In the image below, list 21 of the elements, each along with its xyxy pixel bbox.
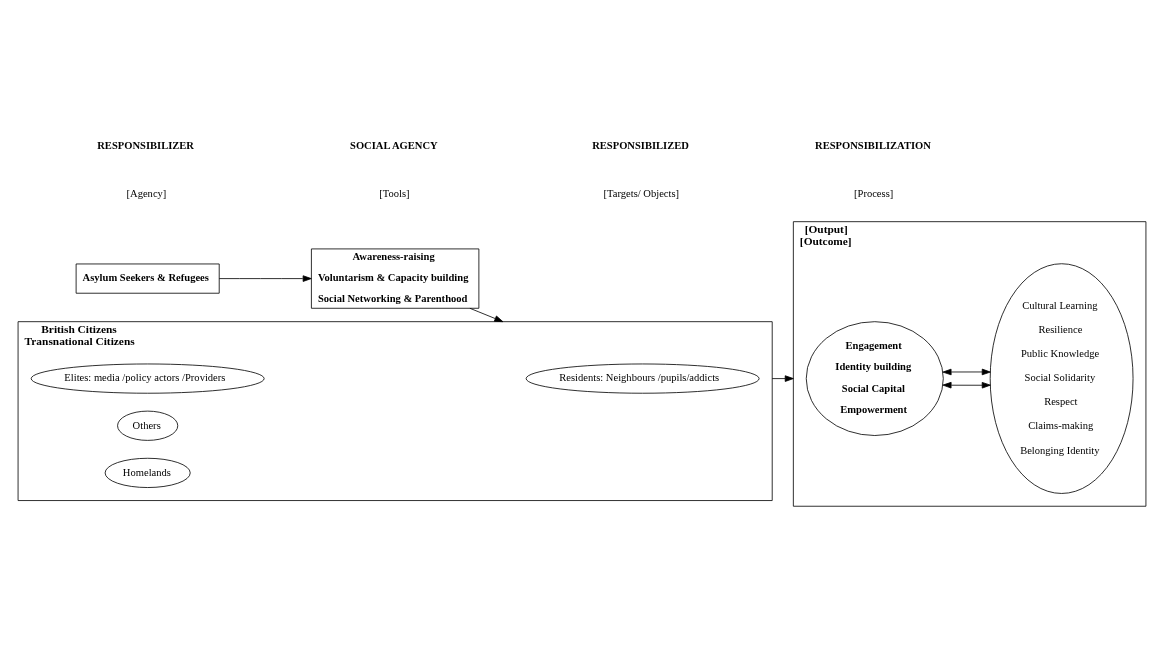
node-ellipse: Others: [117, 410, 179, 441]
label: RESPONSIBILIZATION: [815, 139, 931, 151]
node-ellipse: Elites: media /policy actors /Providers: [30, 363, 265, 394]
label: RESPONSIBILIZER: [97, 139, 194, 151]
node-box: Awareness-raising Voluntarism & Capacity building Social Networking & Parenthood: [311, 248, 480, 309]
node-ellipse: Residents: Neighbours /pupils/addicts: [525, 363, 760, 394]
node-box: Asylum Seekers & Refugees: [75, 263, 220, 294]
label: [Agency]: [126, 187, 167, 199]
arrow: [771, 375, 794, 382]
arrow: [218, 275, 312, 282]
label: [Targets/ Objects]: [603, 187, 680, 199]
label: SOCIAL AGENCY: [350, 139, 438, 151]
label: [Process]: [854, 187, 894, 199]
node-ellipse: Engagement Identity building Social Capital Empowerment: [805, 321, 944, 436]
arrow: [942, 368, 991, 376]
arrow: [942, 381, 991, 389]
arrow: [469, 307, 504, 323]
label: RESPONSIBILIZED: [592, 139, 689, 151]
node-ellipse: Homelands: [104, 457, 191, 488]
node-ellipse: Cultural Learning Resilience Public Knowledge Social Solidarity Respect Claims-making Belonging Identity: [989, 263, 1134, 494]
label: [Tools]: [379, 187, 410, 199]
